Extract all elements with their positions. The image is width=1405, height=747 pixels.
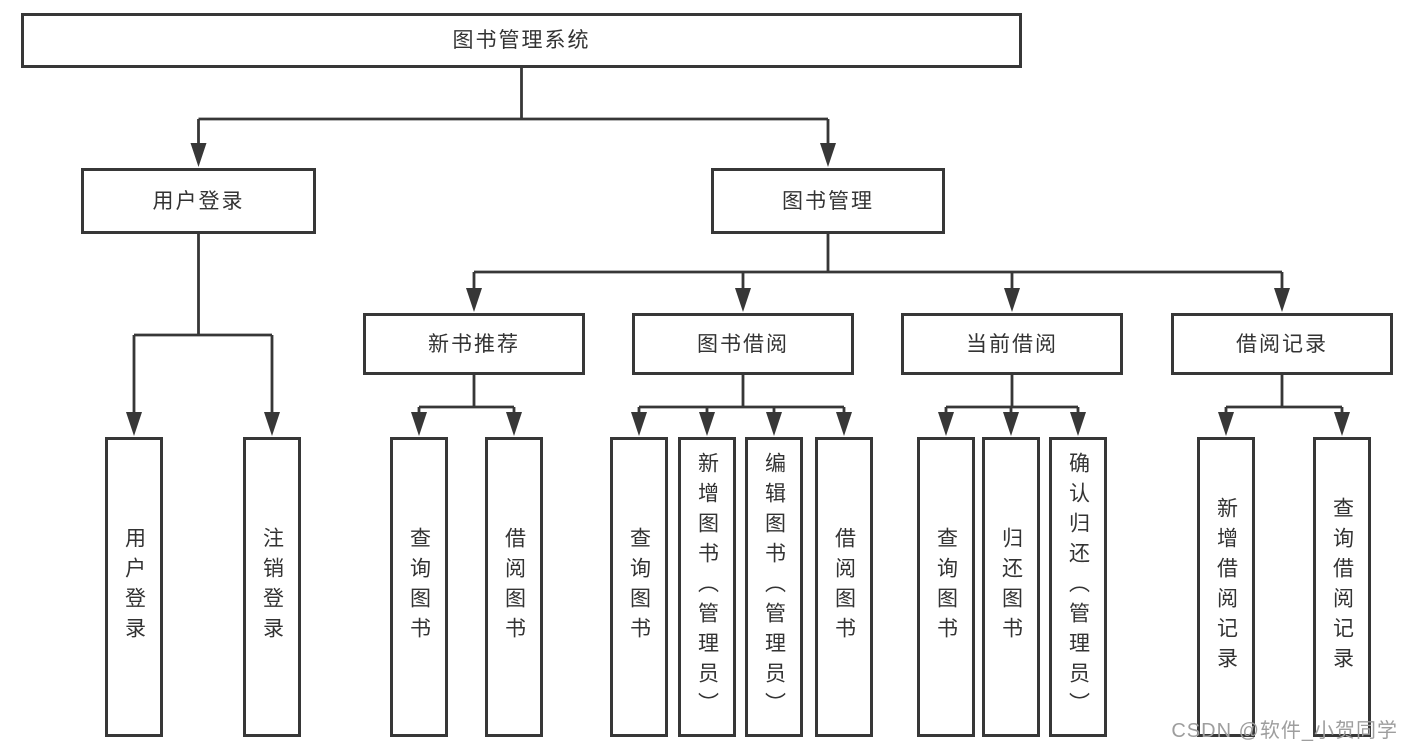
arrow-down-icon [1334,412,1350,436]
connector-user-login-children [132,234,274,420]
arrow-down-icon [836,412,852,436]
node-borrowing-records: 借阅记录 [1171,313,1393,375]
arrow-down-icon [938,412,954,436]
csdn-watermark: CSDN @软件_小贺同学 [1171,720,1398,742]
node-logout-action: 注销登录 [243,437,301,737]
node-new-book-recommendation: 新书推荐 [363,313,585,375]
node-borrow-books-recommend: 借阅图书 [485,437,543,737]
arrow-down-icon [766,412,782,436]
connector-book-management-children [472,234,1284,296]
node-book-borrowing: 图书借阅 [632,313,854,375]
node-add-borrow-record: 新增借阅记录 [1197,437,1255,737]
arrow-down-icon [506,412,522,436]
arrow-down-icon [699,412,715,436]
arrow-down-icon [411,412,427,436]
node-confirm-return-admin: 确认归还（管理员） [1049,437,1107,737]
arrow-down-icon [126,412,142,436]
node-query-books-recommend: 查询图书 [390,437,448,737]
node-query-books-borrowing: 查询图书 [610,437,668,737]
arrow-down-icon [735,288,751,312]
connector-root-to-level2 [197,68,830,150]
arrow-down-icon [820,143,836,167]
node-user-login-module: 用户登录 [81,168,316,234]
node-user-login-action: 用户登录 [105,437,163,737]
arrow-down-icon [1218,412,1234,436]
arrow-down-icon [190,143,207,167]
node-add-book-admin: 新增图书（管理员） [678,437,736,737]
node-query-borrow-record: 查询借阅记录 [1313,437,1371,737]
arrow-down-icon [1070,412,1086,436]
node-current-borrowing: 当前借阅 [901,313,1123,375]
arrow-down-icon [1003,412,1019,436]
connector-paths [132,68,1344,420]
connector-new-book-children [417,375,516,420]
arrowheads [126,143,1350,436]
node-root: 图书管理系统 [21,13,1022,68]
arrow-down-icon [264,412,280,436]
arrow-down-icon [1004,288,1020,312]
node-borrow-books-borrowing: 借阅图书 [815,437,873,737]
node-return-book: 归还图书 [982,437,1040,737]
arrow-down-icon [631,412,647,436]
arrow-down-icon [466,288,482,312]
node-edit-book-admin: 编辑图书（管理员） [745,437,803,737]
connector-borrow-record-children [1224,375,1344,420]
node-query-books-current: 查询图书 [917,437,975,737]
connector-book-borrow-children [637,375,846,420]
node-book-management-module: 图书管理 [711,168,945,234]
arrow-down-icon [1274,288,1290,312]
